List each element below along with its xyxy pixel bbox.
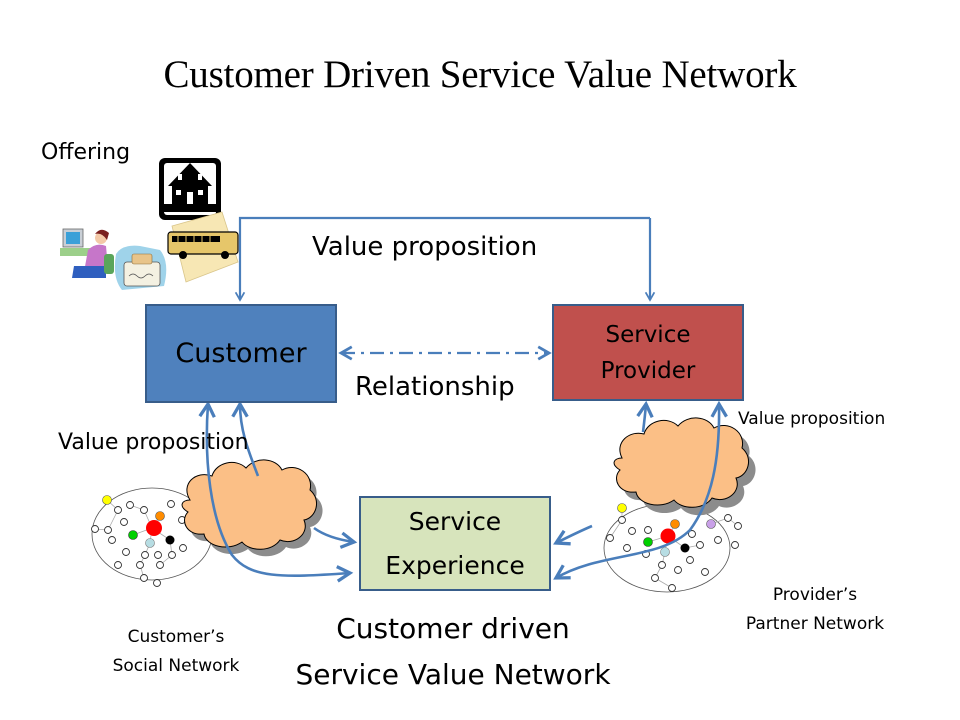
customer-node-label: Customer <box>175 338 307 369</box>
customer-social-network-graph <box>91 487 213 587</box>
provider-partner-network-line2: Partner Network <box>745 614 885 634</box>
service-provider-label-line2: Provider <box>600 357 696 384</box>
provider-partner-network-graph <box>603 503 742 593</box>
customer-social-network-label: Customer’s Social Network <box>96 623 256 681</box>
provider-cloud-shape <box>613 417 756 516</box>
customer-value-arrow-outer <box>198 400 354 583</box>
service-experience-label-line1: Service <box>408 506 502 536</box>
service-experience-node: Service Experience <box>359 496 551 591</box>
school-bus-icon <box>167 211 239 283</box>
provider-value-arrow-inner <box>636 400 654 433</box>
service-experience-label-line2: Experience <box>385 550 525 580</box>
service-provider-node: Service Provider <box>552 304 744 401</box>
value-proposition-top-arrow-left <box>234 216 650 302</box>
cloud-to-experience-arrow <box>313 526 358 549</box>
service-provider-label-line1: Service <box>605 321 691 348</box>
diagram-caption: Customer driven Service Value Network <box>250 606 656 698</box>
customer-social-network-line2: Social Network <box>112 656 240 676</box>
diagram-caption-line2: Service Value Network <box>295 658 611 691</box>
toaster-icon <box>114 245 167 290</box>
customer-social-network-line1: Customer’s <box>127 627 225 647</box>
customer-node: Customer <box>145 304 337 403</box>
slide-title: Customer Driven Service Value Network <box>163 53 797 96</box>
customer-value-arrow-inner <box>231 400 260 477</box>
diagram-caption-line1: Customer driven <box>336 612 570 645</box>
house-icon <box>159 158 221 220</box>
value-proposition-left-label: Value proposition <box>58 430 249 455</box>
provider-partner-network-line1: Provider’s <box>772 585 858 605</box>
partner-to-experience-arrow <box>553 524 593 546</box>
office-worker-icon <box>60 228 114 278</box>
offering-label: Offering <box>41 140 131 165</box>
value-proposition-right-label: Value proposition <box>738 409 886 429</box>
relationship-label: Relationship <box>355 372 515 402</box>
value-proposition-top-label: Value proposition <box>312 232 538 262</box>
provider-partner-network-label: Provider’s Partner Network <box>722 581 908 639</box>
provider-value-arrow-outer <box>553 400 728 580</box>
